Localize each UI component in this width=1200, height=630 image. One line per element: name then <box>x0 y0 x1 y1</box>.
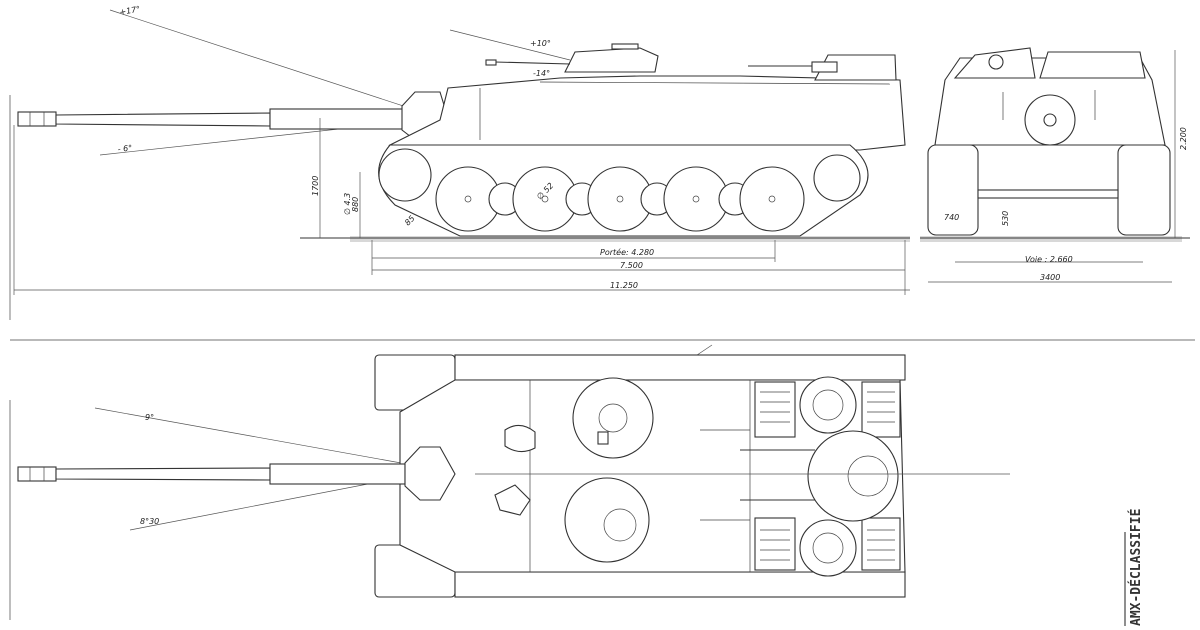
right-track <box>1117 144 1171 236</box>
gun-depression-label: - 6° <box>117 144 132 154</box>
side-view: +17° - 6° +10° -14° 1700 ∅ 4.3 880 85 ∅ … <box>13 4 910 295</box>
road-wheels <box>435 166 805 232</box>
top-track-left <box>454 354 906 381</box>
gauge-label: Voie : 2.660 <box>1025 255 1073 264</box>
top-mantlet <box>404 446 456 501</box>
wheel-dia-label: ∅ 4.3 <box>343 193 352 215</box>
mg-elevation-label: +10° <box>530 39 551 48</box>
total-length-label: 11.250 <box>610 281 638 290</box>
top-track-right <box>454 571 906 598</box>
track-width-label: 740 <box>944 213 959 222</box>
hull-length-label: 7.500 <box>620 261 643 270</box>
ground-clear-label: 530 <box>1001 211 1010 226</box>
commander-hatch <box>572 377 654 459</box>
rear-turret <box>807 430 899 522</box>
top-gun-barrel <box>55 467 271 481</box>
engine-deck <box>754 376 901 577</box>
top-gun-sleeve <box>269 463 406 485</box>
width-label: 3400 <box>1040 273 1060 282</box>
front-view: 740 530 2.200 Voie : 2.660 3400 <box>920 47 1190 283</box>
clearance-label: 880 <box>351 197 360 212</box>
front-height-label: 2.200 <box>1179 127 1188 150</box>
loader-hatch <box>564 477 650 563</box>
elevation-ray <box>109 9 441 119</box>
height-label: 1700 <box>311 176 320 196</box>
commander-cupola <box>564 47 659 73</box>
hull <box>388 75 906 151</box>
top-muzzle-brake <box>17 466 57 482</box>
traverse-right-label: 8°30 <box>140 517 159 526</box>
declassified-stamp: AMX-DÉCLASSIFIÉ <box>1128 509 1144 626</box>
muzzle-brake <box>17 111 57 127</box>
traverse-ray-left <box>94 407 441 471</box>
contact-length-label: Portée: 4.280 <box>600 247 654 257</box>
gun-sleeve <box>269 108 406 130</box>
driver-hatch <box>494 484 531 516</box>
idler-wheel <box>813 154 861 202</box>
ground-hatch <box>350 236 910 242</box>
front-cupola <box>953 47 1036 79</box>
top-view: 9° 8°30 <box>17 344 1010 598</box>
track-label: 85 <box>403 214 417 228</box>
drive-sprocket <box>378 148 432 202</box>
traverse-left-label: 9° <box>145 413 154 422</box>
gun-barrel <box>55 112 271 127</box>
gun-elevation-label: +17° <box>119 4 141 16</box>
mg-small-label: -14° <box>533 69 550 78</box>
